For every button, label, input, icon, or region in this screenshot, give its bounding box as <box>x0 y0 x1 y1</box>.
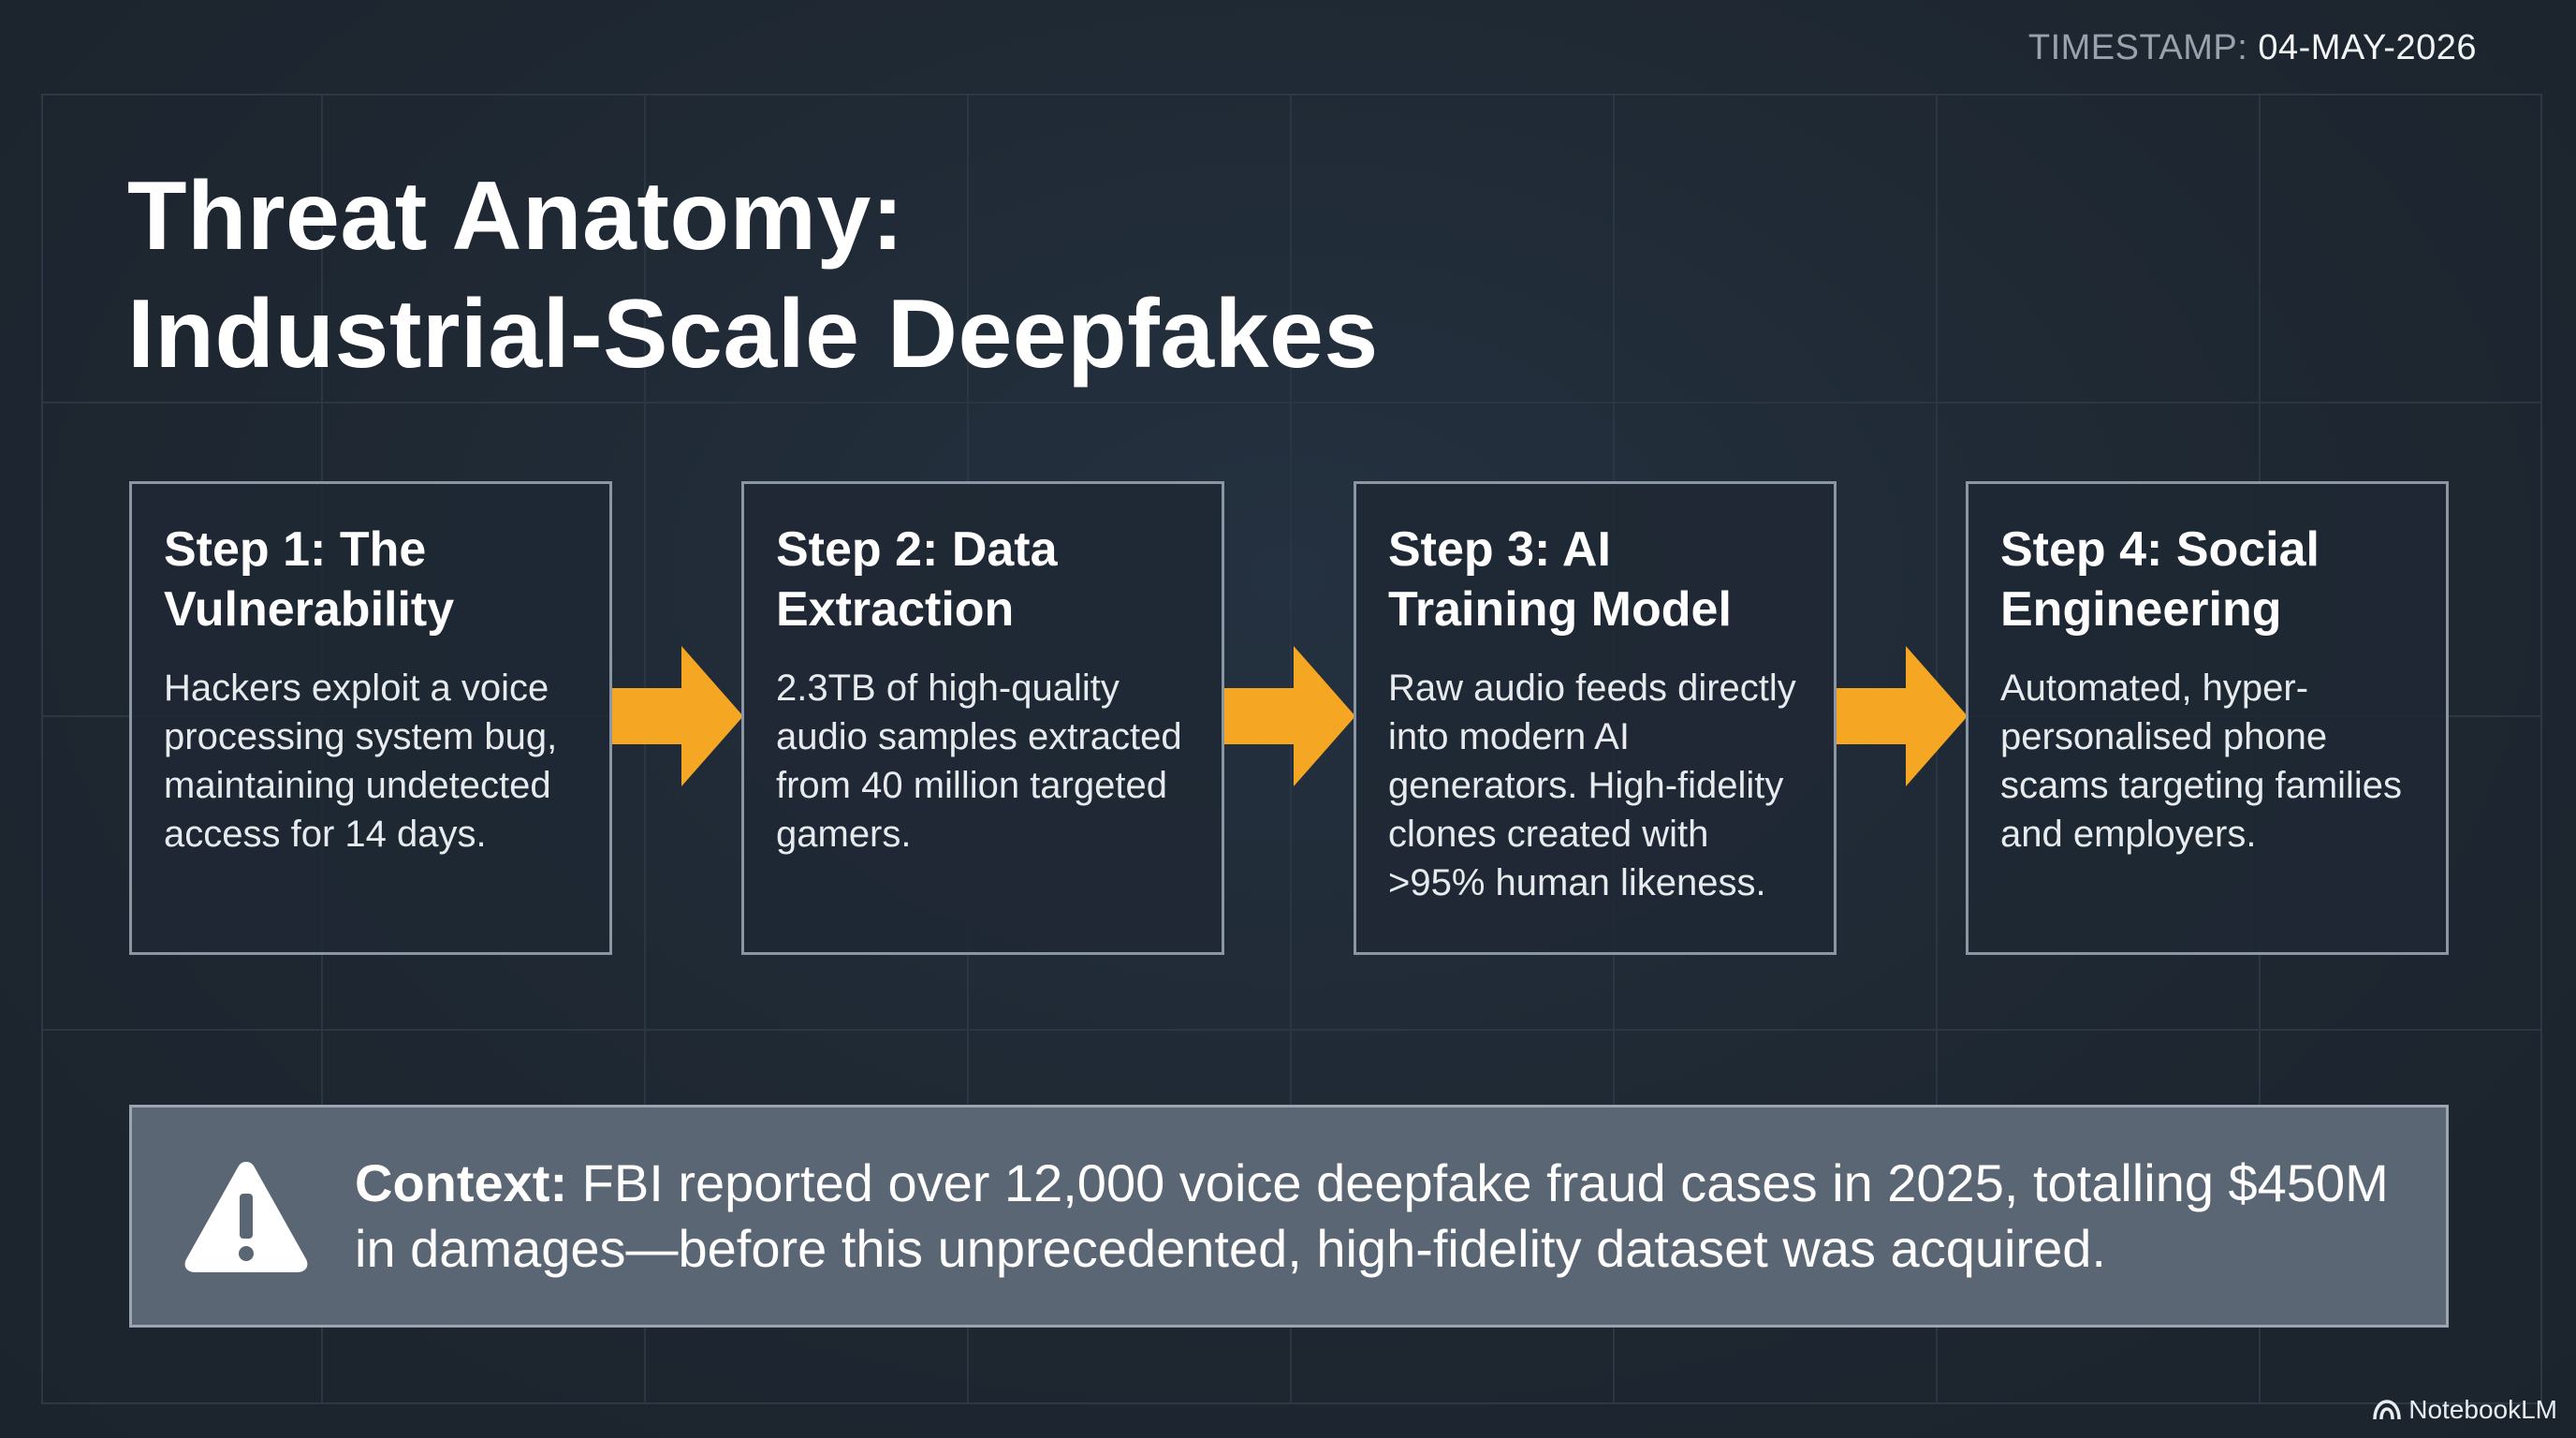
step-body: Hackers exploit a voice processing syste… <box>164 668 558 855</box>
step-title: Step 1: The Vulnerability <box>164 522 455 637</box>
step-card-2: Step 2: Data Extraction 2.3TB of high-qu… <box>741 481 1224 955</box>
brand-name: NotebookLM <box>2408 1395 2557 1424</box>
step-body: Raw audio feeds directly into modern AI … <box>1388 668 1796 903</box>
notebooklm-logo-icon <box>2373 1400 2401 1420</box>
step-title: Step 4: Social Engineering <box>2000 522 2320 637</box>
right-arrow-icon <box>1837 646 1968 786</box>
grid-frame <box>41 94 2542 1404</box>
context-panel: Context: FBI reported over 12,000 voice … <box>129 1105 2449 1328</box>
right-arrow-icon <box>612 646 743 786</box>
timestamp-value: 04-MAY-2026 <box>2258 28 2477 67</box>
warning-icon <box>184 1162 308 1272</box>
step-card-4: Step 4: Social Engineering Automated, hy… <box>1966 481 2449 955</box>
title-line-2: Industrial-Scale Deepfakes <box>127 280 1379 389</box>
step-title: Step 3: AI Training Model <box>1388 522 1732 637</box>
page-title: Threat Anatomy: Industrial-Scale Deepfak… <box>127 157 1379 393</box>
context-label: Context: <box>355 1153 568 1212</box>
timestamp: TIMESTAMP: 04-MAY-2026 <box>2028 28 2477 68</box>
step-body: Automated, hyper-personalised phone scam… <box>2000 668 2403 855</box>
step-title: Step 2: Data Extraction <box>776 522 1058 637</box>
title-line-1: Threat Anatomy: <box>127 162 904 271</box>
brand-watermark: NotebookLM <box>2373 1395 2557 1425</box>
timestamp-label: TIMESTAMP: <box>2027 28 2248 67</box>
context-body: FBI reported over 12,000 voice deepfake … <box>355 1153 2389 1278</box>
context-text: Context: FBI reported over 12,000 voice … <box>355 1151 2414 1282</box>
step-card-1: Step 1: The Vulnerability Hackers exploi… <box>129 481 612 955</box>
step-card-3: Step 3: AI Training Model Raw audio feed… <box>1354 481 1837 955</box>
step-body: 2.3TB of high-quality audio samples extr… <box>776 668 1182 855</box>
right-arrow-icon <box>1224 646 1355 786</box>
